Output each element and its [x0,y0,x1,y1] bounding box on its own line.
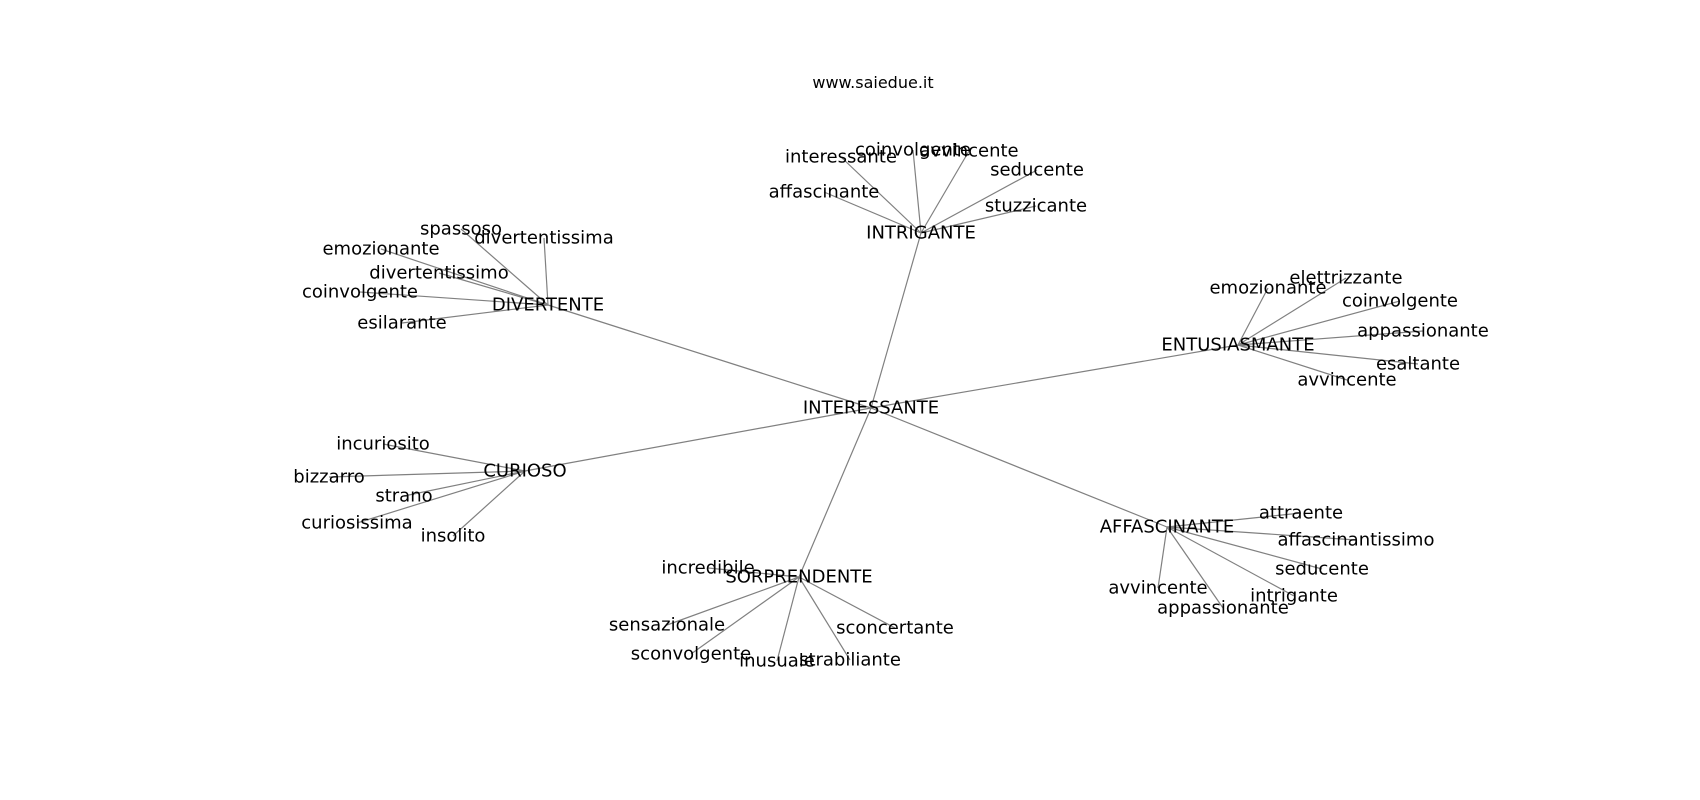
edge-hub-leaf [401,304,549,324]
edge-hub-leaf [382,443,526,472]
leaf-node-label: divertentissima [474,228,613,249]
edge-root-hub [870,407,1168,528]
root-node-label: INTERESSANTE [803,398,939,419]
leaf-node-label: coinvolgente [1342,291,1458,312]
hub-node-label: ENTUSIASMANTE [1161,335,1314,356]
leaf-node-label: incredibile [661,558,754,579]
leaf-node-label: avvincente [1108,578,1207,599]
leaf-node-label: interessante [785,147,897,168]
edges [328,149,1424,662]
edge-hub-leaf [1237,344,1348,381]
edge-hub-leaf [823,191,922,234]
edge-hub-leaf [1157,526,1168,589]
edge-root-hub [547,304,872,409]
leaf-node-label: esaltante [1376,354,1460,375]
leaf-node-label: emozionante [322,239,439,260]
edge-hub-leaf [460,228,549,306]
edge-root-hub [798,407,872,578]
edge-hub-leaf [359,291,549,306]
leaf-node-label: coinvolgente [302,282,418,303]
leaf-node-label: sconvolgente [631,644,751,665]
edge-hub-leaf [912,149,922,234]
edge-hub-leaf [920,205,1037,234]
edge-hub-leaf [328,470,526,478]
edge-hub-leaf [798,576,896,629]
leaf-node-label: esilarante [357,313,446,334]
leaf-node-label: intrigante [1250,586,1338,607]
edge-hub-leaf [707,567,800,578]
edge-hub-leaf [1237,300,1401,346]
leaf-node-label: appassionante [1357,321,1489,342]
site-url: www.saiedue.it [812,73,933,92]
edge-hub-leaf [1237,330,1424,346]
edge-hub-leaf [798,576,851,661]
hub-node-label: AFFASCINANTE [1100,517,1235,538]
edge-hub-leaf [666,576,800,626]
edge-hub-leaf [452,470,526,537]
leaf-node-label: appassionante [1157,598,1289,619]
leaf-node-label: spassoso [420,219,502,240]
hub-node-label: INTRIGANTE [866,223,976,244]
edge-hub-leaf [543,237,549,306]
hub-node-label: DIVERTENTE [492,295,604,316]
edge-hub-leaf [1166,526,1357,541]
leaf-node-label: avvincente [919,141,1018,162]
leaf-node-label: attraente [1259,503,1343,524]
edge-hub-leaf [920,169,1038,234]
leaf-node-label: inusuale [739,651,815,672]
edge-hub-leaf [776,576,800,662]
hub-node-label: CURIOSO [483,461,566,482]
edge-hub-leaf [1237,277,1347,346]
leaf-node-label: sconcertante [836,618,954,639]
leaf-node-label: divertentissimo [369,263,508,284]
leaf-node-label: incuriosito [336,434,430,455]
leaf-node-label: bizzarro [293,467,364,488]
edge-hub-leaf [920,150,970,234]
edge-hub-leaf [840,156,922,234]
leaf-node-label: elettrizzante [1289,268,1402,289]
edge-hub-leaf [356,470,526,524]
leaf-node-label: strano [375,486,432,507]
leaf-node-label: affascinante [769,182,880,203]
edge-hub-leaf [380,248,549,306]
node-labels: INTERESSANTEINTRIGANTEinteressantecoinvo… [293,140,1489,672]
leaf-node-label: emozionante [1209,278,1326,299]
leaf-node-label: stuzzicante [985,196,1087,217]
hub-node-label: SORPRENDENTE [725,567,872,588]
leaf-node-label: seducente [990,160,1084,181]
leaf-node-label: sensazionale [609,615,725,636]
edge-root-hub [870,232,922,409]
edge-hub-leaf [1237,287,1269,346]
edge-hub-leaf [1166,526,1295,597]
leaf-node-label: avvincente [1297,370,1396,391]
leaf-node-label: affascinantissimo [1278,530,1435,551]
leaf-node-label: coinvolgente [855,140,971,161]
edge-hub-leaf [403,470,526,497]
edge-root-hub [870,344,1239,409]
leaf-node-label: curiosissima [301,513,412,534]
leaf-node-label: seducente [1275,559,1369,580]
leaf-node-label: strabiliante [799,650,901,671]
edge-hub-leaf [1166,526,1224,609]
edge-hub-leaf [690,576,800,655]
edge-root-hub [524,407,872,472]
edge-hub-leaf [1166,512,1302,528]
edge-hub-leaf [438,272,549,306]
leaf-node-label: insolito [421,526,486,547]
edge-hub-leaf [1237,344,1419,365]
edge-hub-leaf [1166,526,1323,570]
